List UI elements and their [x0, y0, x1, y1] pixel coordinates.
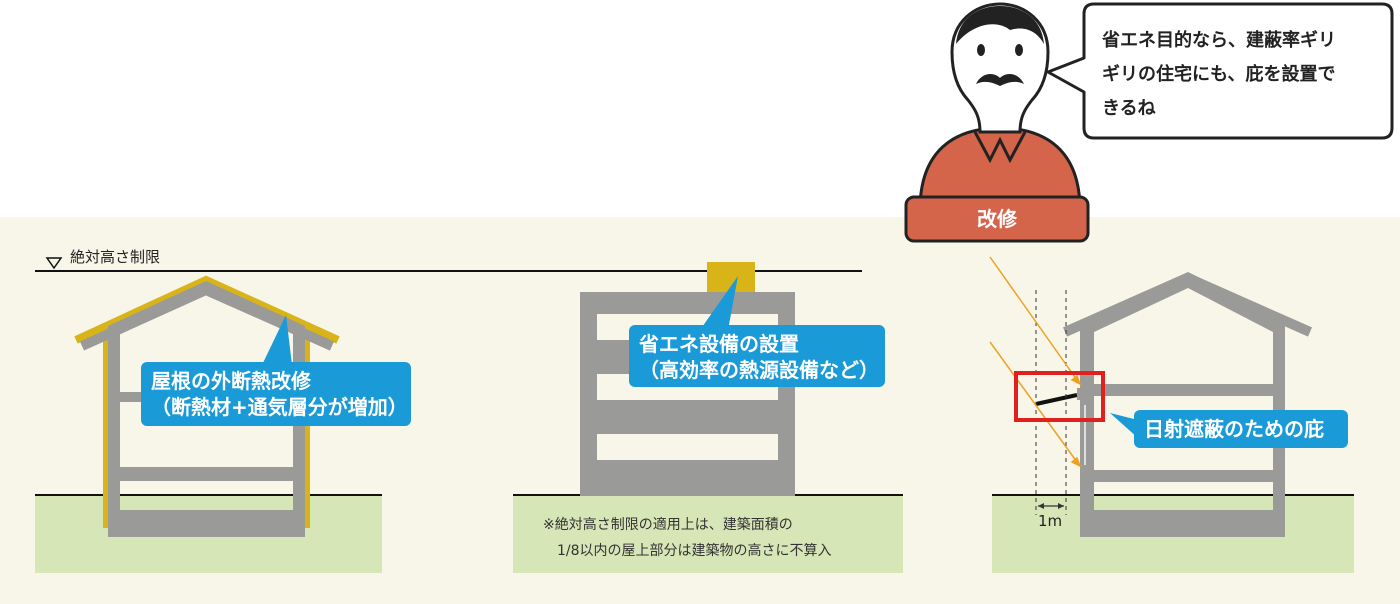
note-line-2: 1/8以内の屋上部分は建築物の高さに不算入	[557, 543, 832, 559]
height-exemption-note: ※絶対高さ制限の適用上は、建築面積の 1/8以内の屋上部分は建築物の高さに不算入	[543, 512, 832, 564]
eave	[1035, 393, 1078, 406]
house-right	[992, 272, 1354, 573]
center-callout-pointer	[700, 276, 738, 330]
roof-insulation-callout-line-2: （断熱材+通気層分が増加）	[151, 395, 408, 419]
equipment-callout-line-2: （高効率の熱源設備など）	[639, 358, 879, 382]
right-callout-pointer	[1110, 413, 1138, 438]
eave-highlight-box	[1014, 371, 1105, 422]
roof-insulation-callout-line-1: 屋根の外断熱改修	[151, 369, 311, 393]
roof-insulation	[74, 275, 340, 344]
dimension-label: 1m	[1038, 512, 1063, 530]
speech-line-1: 省エネ目的なら、建蔽率ギリ	[1102, 30, 1336, 51]
left-callout-pointer	[262, 315, 292, 365]
wall-insulation-left	[103, 330, 108, 528]
character-name-tag: 改修	[977, 207, 1017, 231]
note-line-1: ※絶対高さ制限の適用上は、建築面積の	[543, 517, 793, 533]
roof-insulation-callout: 屋根の外断熱改修 （断熱材+通気層分が増加）	[141, 362, 411, 426]
name-tag-box	[904, 195, 1090, 243]
character-head	[950, 2, 1050, 134]
house-right-frame	[1080, 272, 1285, 537]
equipment-callout: 省エネ設備の設置 （高効率の熱源設備など）	[629, 325, 885, 387]
absolute-height-limit-label: 絶対高さ制限	[70, 248, 161, 266]
eave-callout: 日射遮蔽のための庇	[1134, 410, 1348, 448]
speech-line-3: きるね	[1102, 98, 1156, 119]
speech-bubble-text: 省エネ目的なら、建蔽率ギリ ギリの住宅にも、庇を設置で きるね	[1102, 24, 1380, 126]
character-mustache	[976, 74, 1024, 86]
ground-center	[513, 495, 903, 573]
eave-callout-label: 日射遮蔽のための庇	[1144, 417, 1324, 441]
speech-line-2: ギリの住宅にも、庇を設置で	[1102, 64, 1336, 85]
equipment-callout-line-1: 省エネ設備の設置	[639, 332, 799, 356]
sun-rays	[989, 256, 1082, 468]
wall-insulation-right	[305, 330, 310, 528]
speech-bubble	[1046, 2, 1394, 140]
house-left-frame	[108, 281, 305, 537]
character-illustration	[904, 2, 1090, 243]
house-left	[35, 275, 382, 573]
